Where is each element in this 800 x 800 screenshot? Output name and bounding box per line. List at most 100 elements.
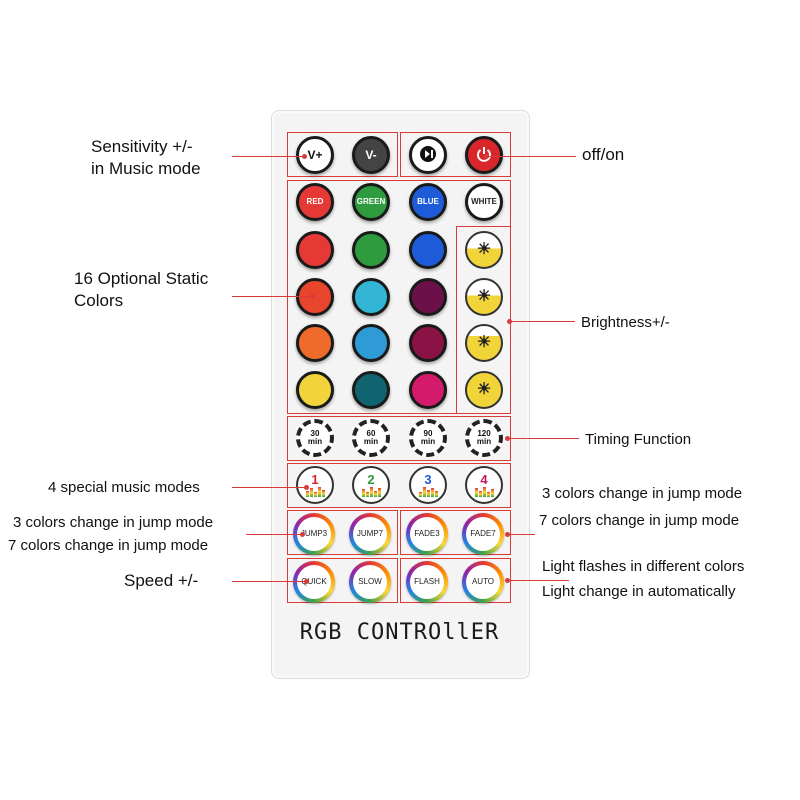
brightness-2-button[interactable]: ☀ <box>465 278 503 316</box>
leader-dot <box>304 485 309 490</box>
leader-dot <box>304 579 309 584</box>
music-mode-4-button[interactable]: 4 <box>465 466 503 504</box>
equalizer-icon <box>305 487 325 497</box>
callout-jump3: 3 colors change in jump mode <box>13 514 214 531</box>
red-button[interactable]: RED <box>296 183 334 221</box>
leader-dot <box>505 532 510 537</box>
equalizer-icon <box>474 487 494 497</box>
leader-line <box>232 581 306 582</box>
group-jump <box>287 510 398 555</box>
leader-dot <box>507 319 512 324</box>
group-power <box>400 132 511 177</box>
static-color-button-3[interactable] <box>409 231 447 269</box>
static-color-button-4[interactable] <box>296 278 334 316</box>
callout-offon: off/on <box>582 145 625 164</box>
music-mode-number: 2 <box>367 472 375 487</box>
green-button[interactable]: GREEN <box>352 183 390 221</box>
group-fade <box>400 510 511 555</box>
leader-dot <box>300 532 305 537</box>
play-pause-icon <box>419 145 437 165</box>
timer-value: 60 <box>366 428 376 438</box>
music-mode-2-button[interactable]: 2 <box>352 466 390 504</box>
bulb-icon: ☀ <box>476 240 492 258</box>
bulb-icon: ☀ <box>476 287 492 305</box>
callout-auto: Light change in automatically <box>542 583 736 600</box>
static-color-button-7[interactable] <box>296 324 334 362</box>
static-color-button-9[interactable] <box>409 324 447 362</box>
static-color-button-11[interactable] <box>352 371 390 409</box>
equalizer-icon <box>361 487 381 497</box>
music-mode-number: 4 <box>480 472 488 487</box>
callout-fade7: 7 colors change in jump mode <box>539 512 740 529</box>
brightness-up-button[interactable]: ☀ <box>465 231 503 269</box>
timer-unit: min <box>307 437 323 446</box>
group-music-modes <box>287 463 511 508</box>
static-color-button-1[interactable] <box>296 231 334 269</box>
static-color-button-8[interactable] <box>352 324 390 362</box>
callout-timing: Timing Function <box>585 431 692 448</box>
leader-line <box>246 534 302 535</box>
fade7-button[interactable]: FADE7 <box>462 513 504 555</box>
bulb-icon: ☀ <box>476 333 492 351</box>
jump3-button[interactable]: JUMP3 <box>293 513 335 555</box>
timer-value: 90 <box>423 428 433 438</box>
brand-label: RGB CONTROllER <box>299 620 500 645</box>
leader-dot <box>484 154 489 159</box>
leader-line <box>232 156 304 157</box>
music-mode-1-button[interactable]: 1 <box>296 466 334 504</box>
timer-value: 120 <box>477 428 491 438</box>
static-color-button-6[interactable] <box>409 278 447 316</box>
timer-unit: min <box>476 437 492 446</box>
flash-button[interactable]: FLASH <box>406 561 448 603</box>
callout-music-modes: 4 special music modes <box>48 479 200 496</box>
leader-line <box>486 156 576 157</box>
bulb-icon: ☀ <box>476 380 492 398</box>
callout-fade3: 3 colors change in jump mode <box>542 485 743 502</box>
callout-sensitivity: Sensitivity +/-in Music mode <box>91 137 201 179</box>
quick-button[interactable]: QUICK <box>293 561 335 603</box>
white-button[interactable]: WHITE <box>465 183 503 221</box>
group-speed <box>287 558 398 603</box>
slow-button[interactable]: SLOW <box>349 561 391 603</box>
leader-line <box>232 296 312 297</box>
callout-speed: Speed +/- <box>124 571 199 590</box>
static-color-button-12[interactable] <box>409 371 447 409</box>
leader-line <box>509 321 575 322</box>
music-mode-3-button[interactable]: 3 <box>409 466 447 504</box>
leader-dot <box>302 154 307 159</box>
static-color-button-2[interactable] <box>352 231 390 269</box>
timer-unit: min <box>363 437 379 446</box>
leader-line <box>507 580 569 581</box>
group-sensitivity <box>287 132 398 177</box>
callout-jump7: 7 colors change in jump mode <box>8 537 209 554</box>
equalizer-icon <box>418 487 438 497</box>
jump7-button[interactable]: JUMP7 <box>349 513 391 555</box>
fade3-button[interactable]: FADE3 <box>406 513 448 555</box>
leader-line <box>232 487 306 488</box>
timer-value: 30 <box>310 428 320 438</box>
callout-brightness: Brightness+/- <box>581 314 670 331</box>
play-pause-button[interactable] <box>409 136 447 174</box>
leader-line <box>507 438 579 439</box>
leader-dot <box>505 578 510 583</box>
music-mode-number: 3 <box>424 472 432 487</box>
brightness-down-button[interactable]: ☀ <box>465 371 503 409</box>
leader-line <box>507 534 535 535</box>
power-icon <box>475 145 493 165</box>
brightness-3-button[interactable]: ☀ <box>465 324 503 362</box>
sensitivity-minus-button[interactable]: V- <box>352 136 390 174</box>
callout-flash: Light flashes in different colors <box>542 558 745 575</box>
music-mode-number: 1 <box>311 472 319 487</box>
timer-unit: min <box>420 437 436 446</box>
auto-button[interactable]: AUTO <box>462 561 504 603</box>
leader-dot <box>310 294 315 299</box>
leader-dot <box>505 436 510 441</box>
static-color-button-5[interactable] <box>352 278 390 316</box>
static-color-button-10[interactable] <box>296 371 334 409</box>
blue-button[interactable]: BLUE <box>409 183 447 221</box>
